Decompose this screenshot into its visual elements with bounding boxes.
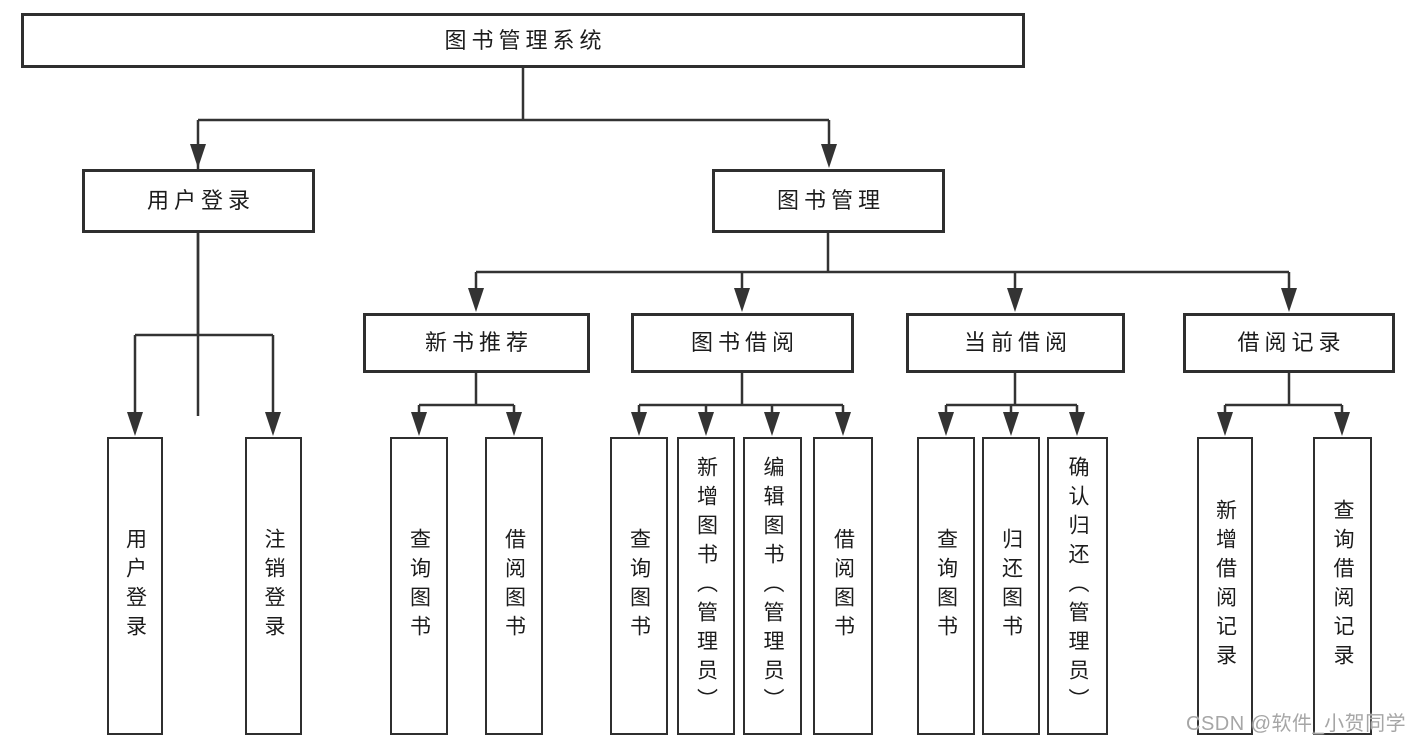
leaf-query-borrow-record-label: 查询借阅记录 xyxy=(1331,499,1354,673)
node-current-borrow: 当前借阅 xyxy=(906,313,1125,373)
leaf-return-books: 归还图书 xyxy=(982,437,1040,735)
leaf-add-book-admin: 新增图书（管理员） xyxy=(677,437,735,735)
leaf-borrow-books: 借阅图书 xyxy=(813,437,873,735)
node-user-login-branch: 用户登录 xyxy=(82,169,315,233)
leaf-borrow-books-recommend: 借阅图书 xyxy=(485,437,543,735)
leaf-add-borrow-record-label: 新增借阅记录 xyxy=(1213,499,1237,673)
leaf-return-books-label: 归还图书 xyxy=(999,528,1023,644)
leaf-logout: 注销登录 xyxy=(245,437,302,735)
connector-newbook-subtree xyxy=(417,373,516,416)
node-new-book-recommend-label: 新书推荐 xyxy=(424,330,533,355)
leaf-query-borrow-record: 查询借阅记录 xyxy=(1313,437,1372,735)
node-book-borrow-label: 图书借阅 xyxy=(690,330,799,355)
leaf-add-book-admin-label: 新增图书（管理员） xyxy=(694,455,718,717)
leaf-borrow-books-recommend-label: 借阅图书 xyxy=(502,528,526,644)
node-borrow-records-label: 借阅记录 xyxy=(1237,330,1346,355)
leaf-query-books-borrow-label: 查询图书 xyxy=(627,528,651,644)
leaf-user-login: 用户登录 xyxy=(107,437,163,735)
connector-root-to-level2 xyxy=(196,68,831,416)
leaf-query-books-recommend: 查询图书 xyxy=(390,437,448,735)
leaf-query-books-current-label: 查询图书 xyxy=(934,528,958,644)
leaf-confirm-return-admin: 确认归还（管理员） xyxy=(1047,437,1108,735)
leaf-edit-book-admin-label: 编辑图书（管理员） xyxy=(761,455,784,717)
node-current-borrow-label: 当前借阅 xyxy=(963,330,1072,355)
node-book-management-branch-label: 图书管理 xyxy=(776,188,885,213)
node-borrow-records: 借阅记录 xyxy=(1183,313,1395,373)
watermark: CSDN @软件_小贺同学 xyxy=(1186,713,1405,735)
node-book-borrow: 图书借阅 xyxy=(631,313,854,373)
node-new-book-recommend: 新书推荐 xyxy=(363,313,590,373)
leaf-edit-book-admin: 编辑图书（管理员） xyxy=(743,437,802,735)
connector-bookborrow-subtree xyxy=(637,373,845,416)
connector-bookmgmt-to-row xyxy=(474,233,1291,292)
connector-records-subtree xyxy=(1223,373,1344,416)
leaf-confirm-return-admin-label: 确认归还（管理员） xyxy=(1066,455,1089,717)
node-book-management-branch: 图书管理 xyxy=(712,169,945,233)
node-root: 图书管理系统 xyxy=(21,13,1025,68)
leaf-logout-label: 注销登录 xyxy=(262,528,285,644)
leaf-user-login-label: 用户登录 xyxy=(123,528,147,644)
leaf-borrow-books-label: 借阅图书 xyxy=(831,528,855,644)
arrowheads xyxy=(127,144,1350,436)
leaf-query-books-borrow: 查询图书 xyxy=(610,437,668,735)
connector-currentborrow-subtree xyxy=(944,373,1079,416)
node-root-label: 图书管理系统 xyxy=(444,27,607,53)
node-user-login-branch-label: 用户登录 xyxy=(146,188,255,213)
connector-userlogin-subtree xyxy=(133,233,275,416)
leaf-query-books-current: 查询图书 xyxy=(917,437,975,735)
leaf-add-borrow-record: 新增借阅记录 xyxy=(1197,437,1253,735)
leaf-query-books-recommend-label: 查询图书 xyxy=(407,528,431,644)
